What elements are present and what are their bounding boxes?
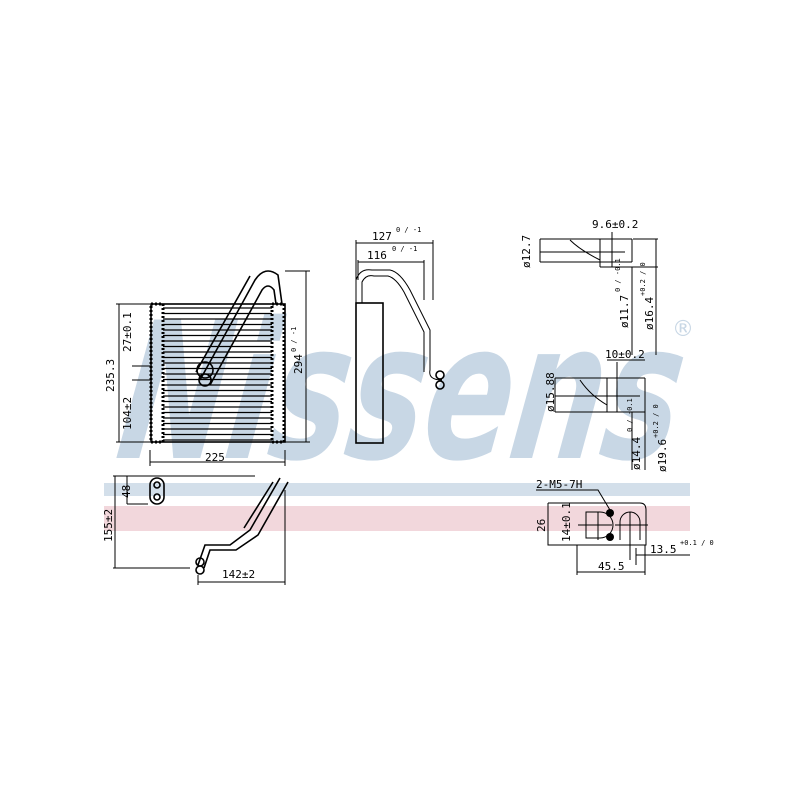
- dim-side-inner-tol: 0 / -1: [392, 245, 417, 253]
- dim-pipe-reach: 142±2: [222, 568, 255, 581]
- dim-flange-width: 45.5: [598, 560, 625, 573]
- dim-top-outer-dia: ø16.4: [643, 297, 656, 330]
- dim-bottom-inner-dia: ø14.4: [630, 437, 643, 470]
- dim-top-pipe-dia: ø12.7: [520, 235, 533, 268]
- dim-flange-offset: 13.5: [650, 543, 677, 556]
- dim-top-length: 9.6±0.2: [592, 218, 638, 231]
- fitting-bottom-detail: [554, 359, 646, 470]
- dim-height-with-pipes-tol: 0 / -1: [290, 327, 298, 352]
- dim-top-view-height: 155±2: [102, 509, 115, 542]
- dim-side-outer: 127: [372, 230, 392, 243]
- dim-hole-spacing: 14±0.1: [560, 502, 573, 542]
- evaporator-top-view: [113, 475, 289, 585]
- dim-side-outer-tol: 0 / -1: [396, 226, 421, 234]
- registered-mark: ®: [672, 317, 694, 342]
- dim-upper-offset: 27±0.1: [121, 312, 134, 352]
- dim-bottom-pipe-dia: ø15.88: [544, 372, 557, 412]
- watermark-logo: Nissens: [107, 283, 698, 504]
- dim-top-inner-dia: ø11.7: [618, 295, 631, 328]
- dim-bottom-outer-tol: +0.2 / 0: [652, 404, 660, 438]
- dim-top-view-depth: 48: [120, 485, 133, 498]
- dim-top-inner-tol: 0 / -0.1: [614, 258, 622, 292]
- dim-bottom-outer-dia: ø19.6: [656, 439, 669, 472]
- evaporator-front-view: [116, 270, 310, 466]
- flange-detail: [536, 489, 690, 575]
- dim-flange-height: 26: [535, 519, 548, 532]
- blue-band: [104, 483, 690, 496]
- dim-bottom-length: 10±0.2: [605, 348, 645, 361]
- dim-height-total: 235.3: [104, 359, 117, 392]
- evaporator-side-view: [355, 240, 445, 444]
- flange-thread-label: 2-M5-7H: [536, 478, 582, 491]
- dim-height-with-pipes: 294: [292, 354, 305, 374]
- dim-side-inner: 116: [367, 249, 387, 262]
- dim-bottom-inner-tol: 0 / -0.1: [626, 398, 634, 432]
- dim-width: 225: [205, 451, 225, 464]
- fitting-top-detail: [539, 232, 658, 355]
- dim-top-outer-tol: +0.2 / 0: [639, 262, 647, 296]
- dim-flange-offset-tol: +0.1 / 0: [680, 539, 714, 547]
- dim-lower-offset: 104±2: [121, 397, 134, 430]
- pink-band: [104, 506, 690, 531]
